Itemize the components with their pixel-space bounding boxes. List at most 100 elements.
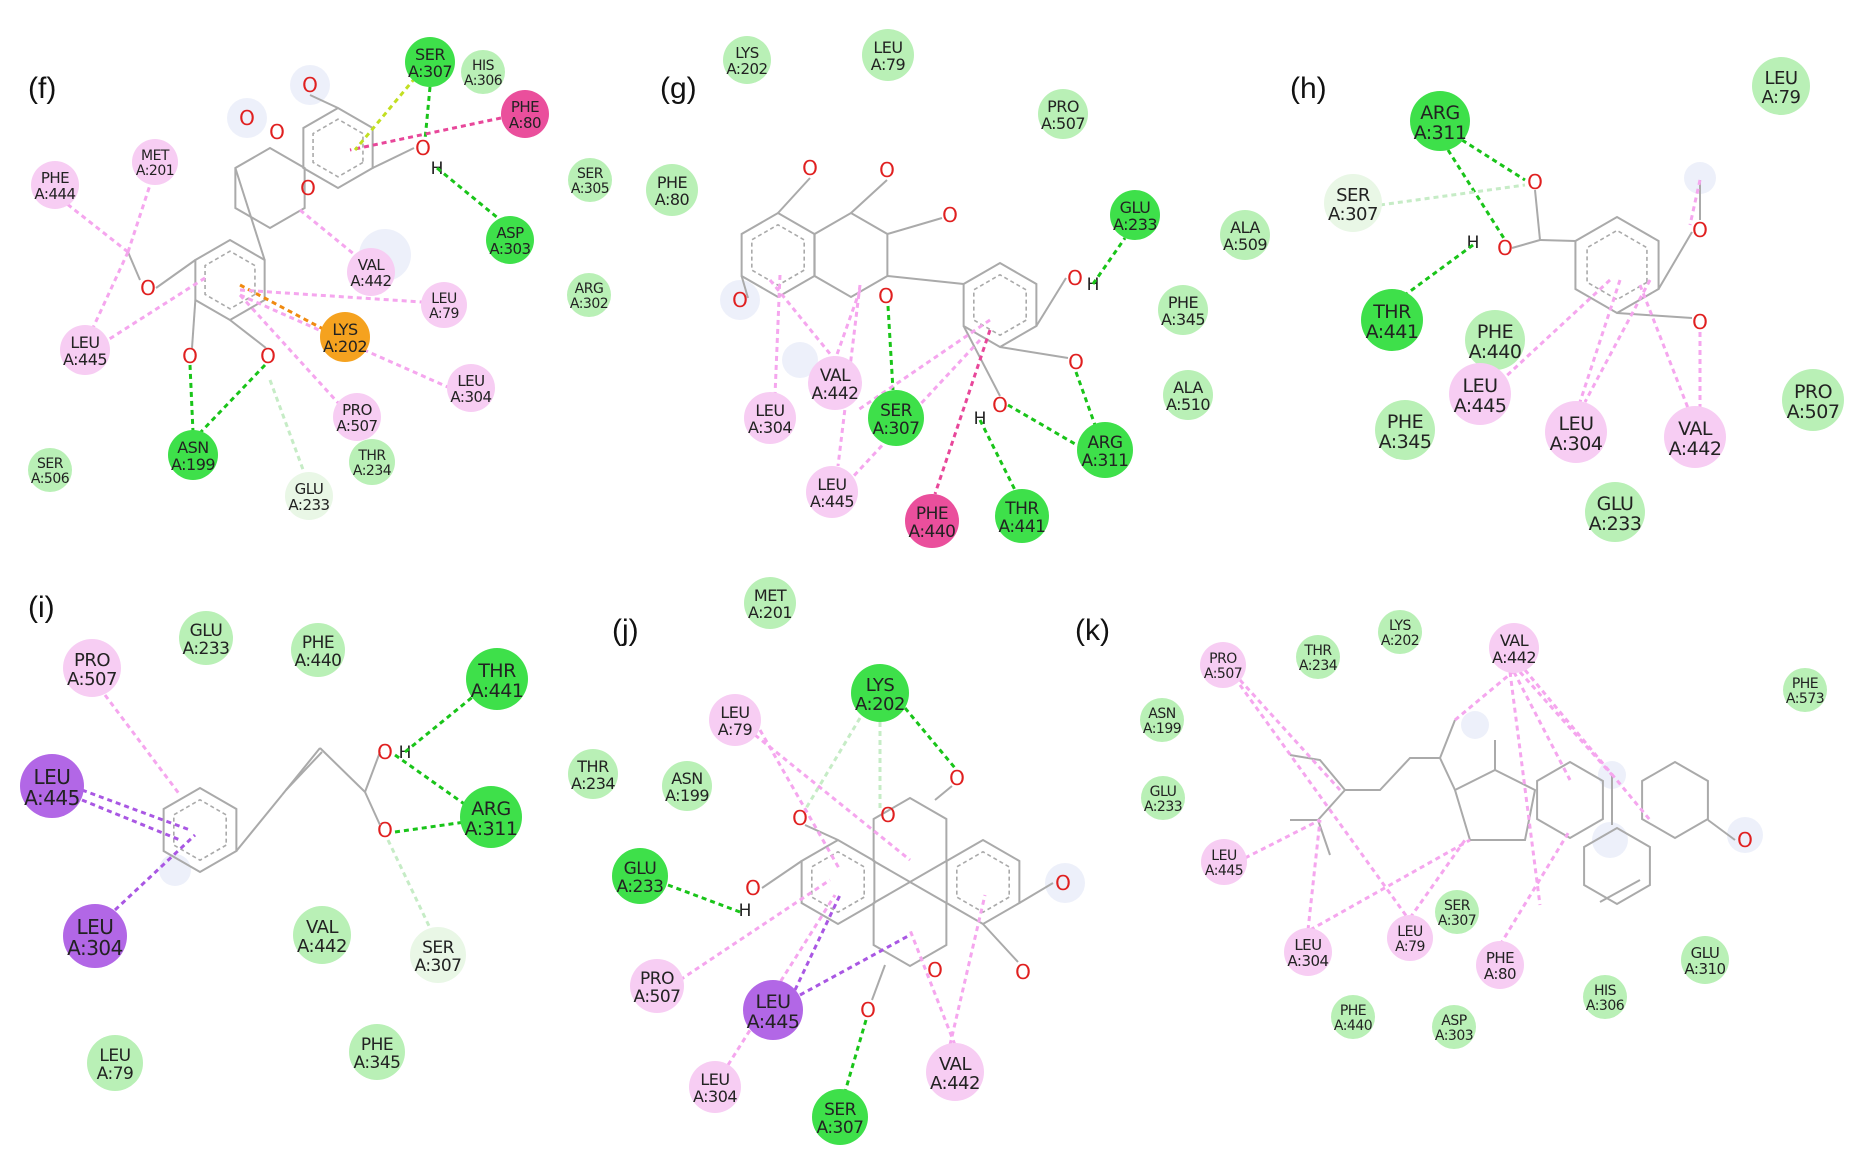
residue-number: A:233 [1144,799,1182,815]
oxygen-g-7: O [992,393,1008,417]
hbond-h-thr441 [1404,243,1474,297]
hbond-j-glu233 [667,883,741,914]
residue-name: LEU [70,333,99,352]
residue-disc [168,430,218,480]
hbond-g-ser307 [886,305,895,391]
ring-i-a-aromatic [173,798,227,862]
alkyl-j-val442-a [948,894,987,1046]
residue-number: A:345 [1161,310,1205,329]
residue-name: LEU [99,1046,130,1066]
bond-o-j1 [934,785,953,801]
residue-number: A:311 [1414,122,1467,144]
residue-name: LEU [1764,68,1797,89]
residue-name: HIS [1594,983,1617,999]
residue-disc [1201,839,1247,885]
residue-name: PHE [916,504,948,524]
residue-name: GLU [190,621,223,641]
ring-k-d [1453,768,1537,841]
residue-number: A:202 [323,337,367,356]
residue-number: A:440 [1334,1018,1372,1034]
ring-j-d [872,880,948,968]
hbond-g-glu233 [1091,237,1127,285]
ring-f-b [234,146,306,230]
residue-number: A:507 [1787,401,1840,423]
hbond-i-arg311-b [394,820,466,834]
residue-number: A:199 [665,786,709,805]
residue-number: A:442 [350,272,391,290]
residue-name: ASP [496,224,524,242]
vdw-f-glu233 [268,379,307,476]
residue-name: SER [824,1100,857,1120]
residue-disc [320,312,370,362]
alkyl-f-leu304 [239,293,451,390]
bond-k-branch-1 [1290,789,1346,821]
bond-k-methyl-1 [1439,719,1456,759]
bond-k-double [1599,879,1641,903]
alkyl-j-pro507 [679,878,831,982]
residue-disc [851,664,909,722]
residue-number: A:507 [1041,114,1085,133]
bond-o-g2 [850,179,888,214]
bond-o-h4 [1616,312,1693,319]
residue-number: A:306 [1586,998,1625,1014]
hbond-f-asn199-b [196,363,267,437]
residue-name: ASN [177,438,209,457]
residue-disc [1465,310,1525,370]
residue-name: ALA [1173,378,1203,397]
hbond-f-asn199-a [188,364,195,433]
panel-label-f: (f) [28,72,56,105]
oxygen-i-1: O [377,740,393,764]
residue-name: MET [141,148,170,164]
residue-number: A:445 [810,492,854,511]
residue-disc [1410,91,1470,151]
residue-disc [63,639,121,697]
oxygen-j-ring1: O [880,803,896,827]
residue-name: LEU [1559,413,1594,435]
residue-name: THR [357,448,386,464]
residue-disc [63,904,127,968]
residue-number: A:79 [718,720,753,739]
residue-name: PHE [361,1035,393,1055]
bond-h-co [1534,189,1541,241]
residue-name: LEU [1463,375,1498,397]
ring-k-a [1641,760,1709,840]
residue-disc [179,611,233,665]
residue-disc [1141,776,1185,820]
bond-i-chain-3 [319,747,366,793]
alkyl-k-leu304-a [1306,819,1322,931]
residue-disc [1284,928,1332,976]
residue-number: A:442 [1492,648,1536,667]
solvent-halo [1727,817,1763,853]
residue-number: A:507 [633,987,680,1007]
residue-number: A:506 [31,471,70,487]
oxygen-j-3: O [745,876,761,900]
residue-name: PHE [1792,676,1818,692]
oxygen-f-5: O [140,276,156,300]
alkyl-h-val442-a [1638,284,1690,409]
residue-number: A:311 [1081,451,1128,471]
residue-name: LEU [873,38,902,57]
residue-disc [447,364,495,412]
oxygen-f-2: O [269,120,285,144]
residue-number: A:233 [1113,215,1157,234]
alkyl-g-ser307 [857,318,991,412]
residue-number: A:440 [908,522,955,542]
oxygen-h-4: O [1692,310,1708,334]
hydrogen-atom: H [1087,275,1100,295]
pipi-f-phe80 [349,116,502,152]
